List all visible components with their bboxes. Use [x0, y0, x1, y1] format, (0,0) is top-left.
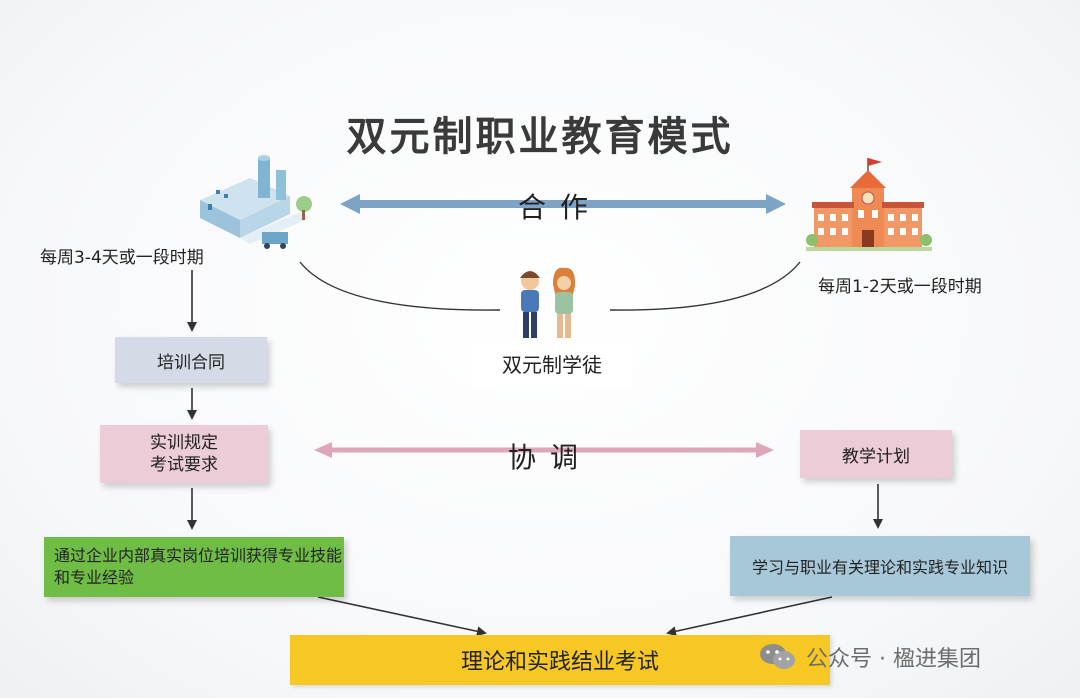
factory-illustration — [200, 155, 312, 249]
company-schedule-label: 每周3-4天或一段时期 — [40, 248, 204, 268]
wechat-logo-icon — [760, 644, 795, 669]
company-outcome-box: 通过企业内部真实岗位培训获得专业技能和专业经验 — [44, 537, 344, 597]
cooperation-arrow — [340, 194, 786, 214]
school-outcome-box: 学习与职业有关理论和实践专业知识 — [730, 536, 1030, 596]
training-rules-line-2: 考试要求 — [150, 455, 218, 475]
teaching-plan-box: 教学计划 — [800, 430, 952, 478]
arrow-right-outcome-to-exam — [666, 596, 833, 637]
apprentice-label: 双元制学徒 — [472, 338, 632, 388]
final-exam-box: 理论和实践结业考试 — [290, 635, 830, 685]
page-title: 双元制职业教育模式 — [346, 114, 734, 160]
coordination-arrow — [314, 442, 774, 458]
apprentice-students-illustration — [520, 267, 576, 338]
training-contract-box: 培训合同 — [115, 337, 267, 383]
arrow-left-outcome-to-exam — [317, 596, 487, 637]
cooperation-label: 合作 — [517, 191, 602, 224]
training-rules-line-1: 实训规定 — [150, 433, 218, 453]
school-building-illustration — [806, 158, 932, 251]
training-rules-box: 实训规定 考试要求 — [100, 425, 268, 483]
partnership-arc — [299, 261, 801, 311]
school-schedule-label: 每周1-2天或一段时期 — [818, 277, 982, 297]
watermark: 公众号 · 楹进集团 — [758, 640, 1058, 674]
coordination-label: 协调 — [507, 441, 592, 474]
watermark-text: 公众号 · 楹进集团 — [806, 647, 981, 672]
